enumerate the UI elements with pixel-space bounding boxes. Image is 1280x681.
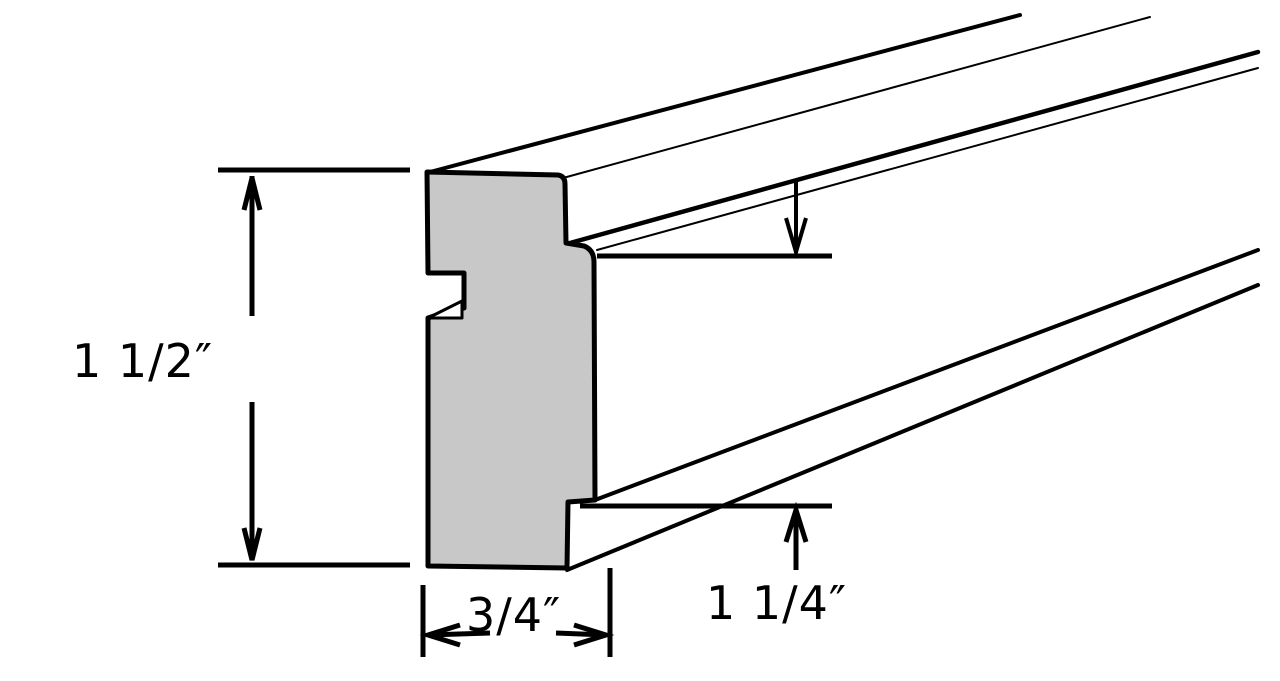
height-dimension-label: 1 1/2″ (72, 334, 214, 388)
moulding-extrusion-lines (428, 13, 1261, 572)
rabbet-upper-edge (567, 49, 1261, 246)
arrow-right-icon (573, 622, 615, 648)
arrow-up-icon (241, 177, 263, 211)
arrow-up-icon (783, 501, 809, 543)
ledge-dimension (580, 180, 832, 570)
arrow-down-icon (784, 217, 808, 260)
back-lower-edge (565, 283, 1260, 572)
arrow-left-icon (419, 622, 461, 648)
top-back-edge (428, 13, 1022, 174)
width-dimension-label: 3/4″ (466, 588, 562, 642)
back-upper-edge (593, 248, 1260, 502)
rabbet-lower-edge (596, 67, 1259, 251)
moulding-profile-cross-section (424, 169, 598, 571)
ledge-dimension-label: 1 1/4″ (706, 576, 848, 630)
arrow-down-icon (241, 527, 263, 561)
width-dimension (419, 568, 615, 657)
width-dim-line-left (427, 630, 491, 638)
top-front-edge (562, 16, 1151, 179)
height-dimension (218, 167, 410, 568)
groove-wedge-detail (426, 299, 464, 320)
